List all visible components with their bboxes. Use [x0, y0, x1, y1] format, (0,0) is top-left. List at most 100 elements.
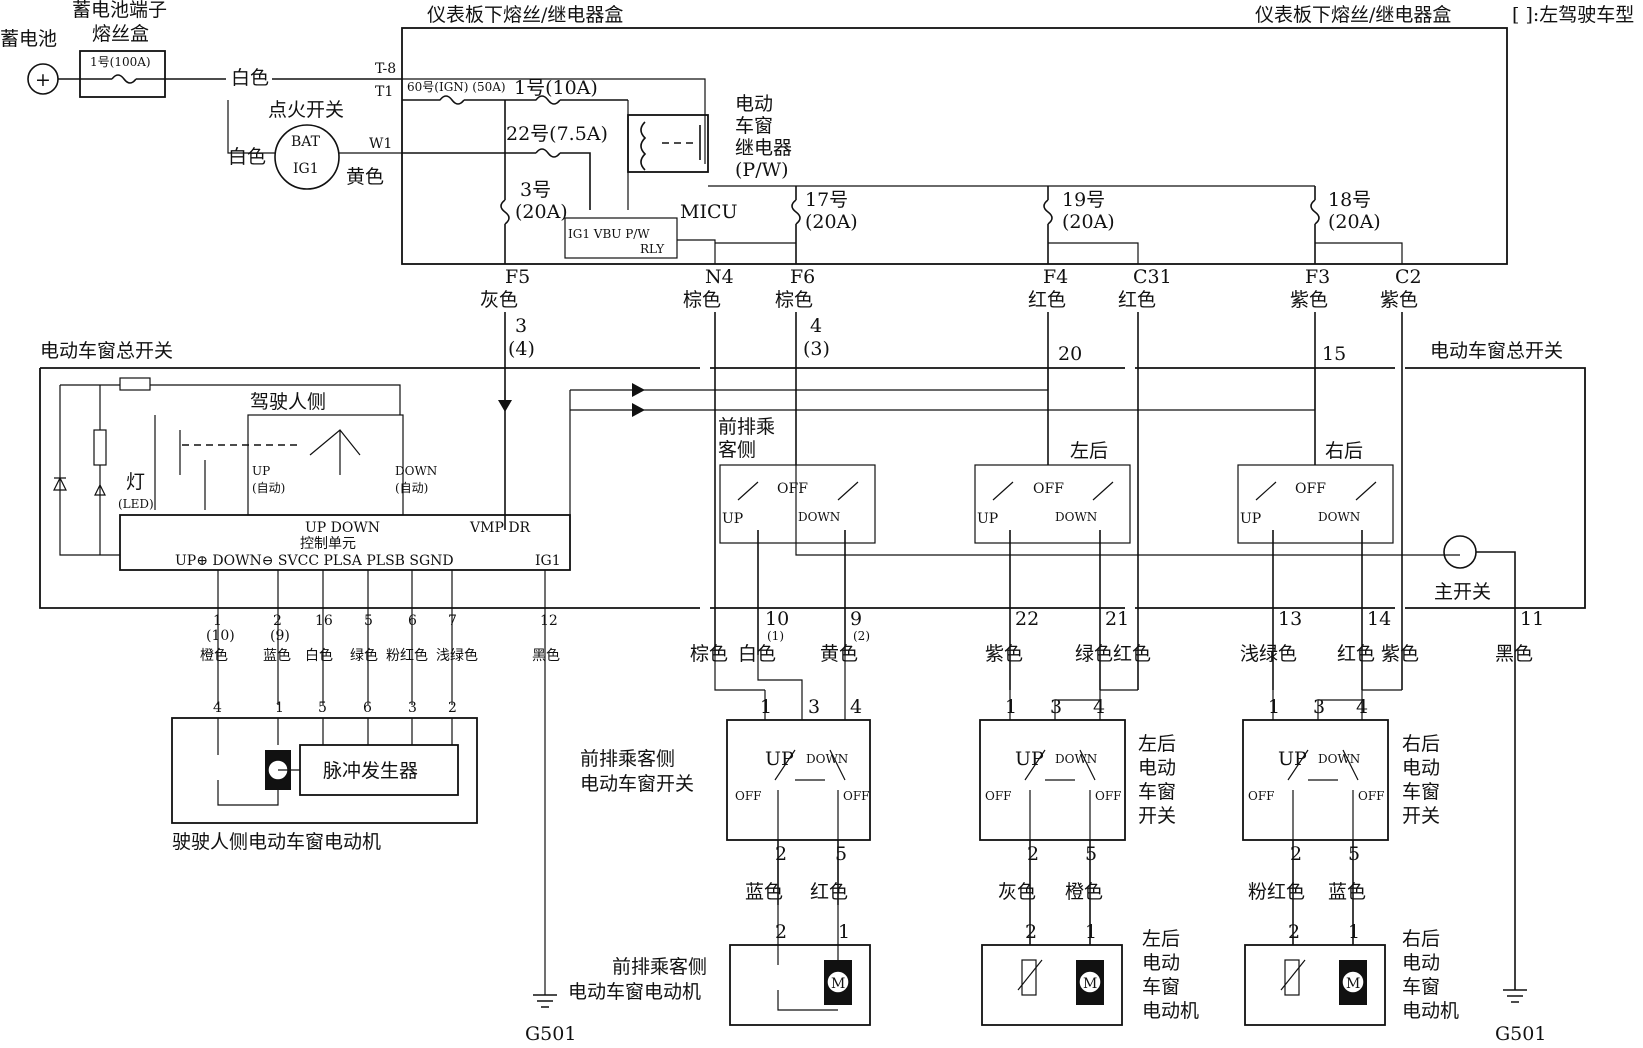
- master-switch: 电动车窗总开关 电动车窗总开关 3 (4) 4 (3) 20 15 驾驶人侧 灯…: [39, 315, 1586, 995]
- terminal-w1: W1: [369, 136, 392, 152]
- driver-motor-label: 驶驶人侧电动车窗电动机: [172, 831, 381, 853]
- front-passenger-label-2: 客侧: [718, 439, 756, 461]
- down-auto-label-2: (自动): [395, 481, 428, 495]
- lr-switch-label-4: 开关: [1138, 805, 1176, 827]
- small-wire-pink: 粉红色: [386, 647, 428, 664]
- battery-section: 蓄电池 + 蓄电池端子 熔丝盒 1号(100A) 白色 白色: [0, 0, 402, 98]
- motor-pin-4: 4: [213, 700, 222, 716]
- wire-color-gray2: 灰色: [998, 881, 1036, 903]
- wire-color-purple1: 紫色: [1290, 289, 1328, 311]
- terminal-f4: F4: [1043, 266, 1068, 288]
- front-switch-box: [726, 719, 871, 841]
- rr-pin-1: 1: [1268, 696, 1280, 718]
- right-rear-side: 1 3 4 UP DOWN OFF OFF 右后 电动 车窗 开关 2 5 粉红…: [1242, 689, 1459, 1026]
- wire-color-purple3: 紫色: [985, 643, 1023, 665]
- fm-pin-2: 2: [775, 921, 787, 943]
- master-switch-label-right: 电动车窗总开关: [1430, 340, 1563, 362]
- control-unit-vmp: VMP DR: [469, 520, 531, 536]
- ground-g501-1: G501: [525, 1023, 576, 1045]
- lr-up: UP: [1015, 748, 1044, 770]
- dash-fuse-box-label-left: 仪表板下熔丝/继电器盒: [427, 4, 623, 26]
- right-rear-motor-box: [1244, 944, 1386, 1026]
- pin-12: 12: [540, 613, 558, 629]
- relay-label-3: 继电器: [735, 137, 792, 159]
- pin-22: 22: [1015, 608, 1039, 630]
- ignition-switch-symbol: [274, 124, 340, 190]
- fuse-3-label-a: 3号: [520, 179, 551, 201]
- relay-label-2: 车窗: [735, 115, 773, 137]
- lrm-pin-2: 2: [1025, 921, 1037, 943]
- dash-fuse-box: 仪表板下熔丝/继电器盒 仪表板下熔丝/继电器盒 [ ]:左驾驶车型 T-8 T1…: [369, 4, 1634, 265]
- pin-10b: (1): [767, 629, 784, 643]
- terminal-labels: F5 N4 F6 F4 C31 F3 C2 灰色 棕色 棕色 红色 红色 紫色 …: [480, 266, 1422, 311]
- lr-off-right: OFF: [1095, 789, 1122, 803]
- fuse-60-label: 60号(IGN) (50A): [407, 80, 506, 94]
- ground-icon-2: [1503, 989, 1527, 1003]
- wire-color-orange: 橙色: [1065, 881, 1103, 903]
- pin-10: 10: [765, 608, 789, 630]
- pin-11: 11: [1520, 608, 1544, 630]
- rr-switch-label-2: 电动: [1402, 757, 1440, 779]
- down-auto-label: DOWN: [395, 464, 437, 478]
- terminal-f3: F3: [1305, 266, 1330, 288]
- relay-label-4: (P/W): [735, 159, 789, 181]
- rr-off-left: OFF: [1248, 789, 1275, 803]
- pin-16: 16: [315, 613, 333, 629]
- terminal-t1: T1: [375, 84, 393, 100]
- control-unit: [119, 514, 571, 571]
- motor-pin-3: 3: [408, 700, 417, 716]
- battery-fuse-box: [79, 50, 166, 98]
- pin-7: 7: [448, 613, 457, 629]
- fuse-17-label-b: (20A): [805, 211, 858, 233]
- front-motor-m: M: [831, 976, 845, 992]
- wire-color-red2: 红色: [1118, 289, 1156, 311]
- driver-switch-box: [247, 414, 404, 516]
- terminal-f5: F5: [505, 266, 530, 288]
- fs-pin-5: 5: [835, 843, 847, 865]
- pin-5: 5: [364, 613, 373, 629]
- led-diode: [53, 476, 67, 491]
- wire-color-black: 黑色: [1495, 643, 1533, 665]
- dash-internal-wiring: 60号(IGN) (50A) 1号(10A) 22号(7.5A) 3号 (20A…: [402, 77, 1403, 264]
- wire-color-white-top: 白色: [231, 67, 269, 89]
- left-rear-motor-box: [981, 944, 1123, 1026]
- up-auto-label-2: (自动): [252, 481, 285, 495]
- rr-up: UP: [1278, 748, 1307, 770]
- sub-off-2: OFF: [1033, 481, 1064, 497]
- fuse-18-label-b: (20A): [1328, 211, 1381, 233]
- fs-off-right: OFF: [843, 789, 870, 803]
- left-drive-note: [ ]:左驾驶车型: [1512, 4, 1634, 26]
- rr-switch-label-3: 车窗: [1402, 781, 1440, 803]
- control-unit-pins: UP⊕ DOWN⊖ SVCC PLSA PLSB SGND: [175, 553, 454, 569]
- pin-21: 21: [1105, 608, 1129, 630]
- lr-switch-label-3: 车窗: [1138, 781, 1176, 803]
- led-label: (LED): [118, 497, 154, 511]
- terminal-t8: T-8: [375, 61, 396, 77]
- lr-switch-label-1: 左后: [1138, 733, 1176, 755]
- rr-pin-5: 5: [1348, 843, 1360, 865]
- lr-motor-m: M: [1083, 976, 1097, 992]
- grounds: G501 G501: [525, 989, 1546, 1045]
- led-resistor: [93, 429, 107, 466]
- wire-color-blue: 蓝色: [745, 881, 783, 903]
- pulse-generator-label: 脉冲发生器: [323, 760, 418, 782]
- fuse-18-label-a: 18号: [1328, 189, 1371, 211]
- wire-color-red3: 红色: [810, 881, 848, 903]
- fs-pin-4: 4: [850, 696, 862, 718]
- wire-color-purple2: 紫色: [1380, 289, 1418, 311]
- lamp-label: 灯: [126, 471, 145, 493]
- dash-fuse-box-frame: [401, 27, 1508, 265]
- pin-2: 2: [273, 613, 282, 629]
- lr-motor-label-4: 电动机: [1142, 1000, 1199, 1022]
- diode-2: [632, 403, 645, 417]
- lr-pin-2: 2: [1027, 843, 1039, 865]
- wire-color-gray: 灰色: [480, 289, 518, 311]
- pin-9b: (2): [853, 629, 870, 643]
- small-wire-white: 白色: [305, 647, 333, 664]
- battery-fuse-box-label-1: 蓄电池端子: [72, 0, 167, 21]
- master-switch-label-left: 电动车窗总开关: [40, 340, 173, 362]
- small-wire-black: 黑色: [532, 647, 560, 664]
- lr-motor-label-3: 车窗: [1142, 976, 1180, 998]
- sub-down-3: DOWN: [1318, 510, 1360, 524]
